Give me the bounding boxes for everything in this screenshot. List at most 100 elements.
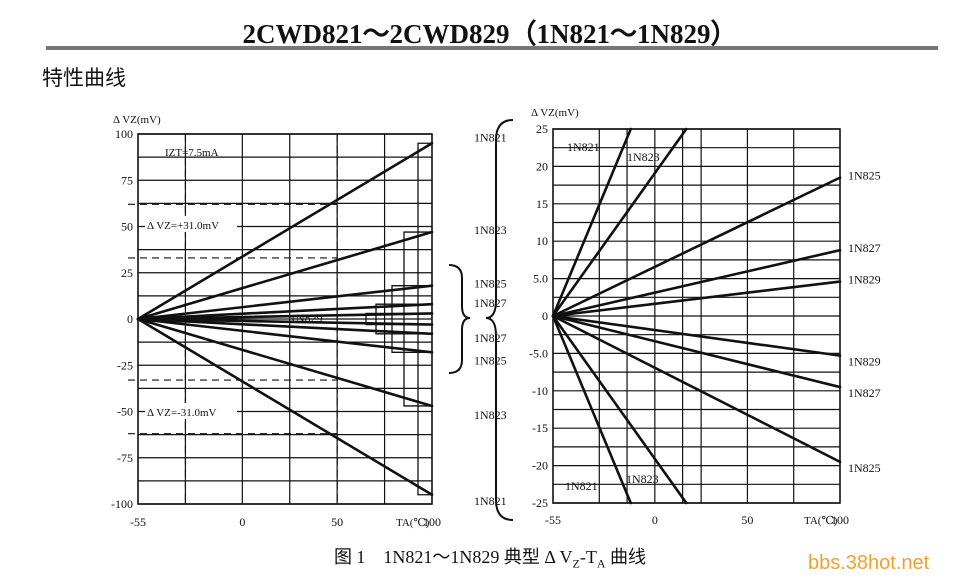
right-series-label: 1N821 — [565, 479, 598, 493]
right-series-1n823 — [551, 314, 688, 505]
annotation-bg — [145, 216, 237, 232]
right-series-label: 1N827 — [848, 241, 881, 255]
right-x-tick-label: 100 — [831, 513, 849, 527]
right-grid — [553, 128, 840, 504]
left-y-tick-label: -100 — [111, 497, 133, 511]
left-y-tick-label: 0 — [127, 312, 133, 326]
right-y-tick-label: -10 — [532, 384, 548, 398]
left-y-tick-label: 100 — [115, 127, 133, 141]
right-series-label: 1N823 — [627, 150, 660, 164]
right-series-label: 1N821 — [567, 140, 600, 154]
left-bracket — [403, 231, 432, 407]
right-series-1n825 — [551, 176, 842, 318]
left-y-axis-label: Δ VZ(mV) — [113, 114, 161, 126]
left-dashed-guides — [128, 134, 338, 504]
left-series-1n827 — [136, 317, 434, 336]
izt-annotation: IZT=7.5mA — [165, 147, 219, 159]
right-x-axis-label: TA(℃) — [804, 515, 838, 527]
left-bracket — [417, 142, 432, 496]
left-series-1n827 — [136, 302, 434, 321]
right-series-label: 1N827 — [848, 386, 881, 400]
left-y-tick-label: -50 — [117, 405, 133, 419]
left-series-label: 1N823 — [474, 408, 507, 422]
left-series-1n823 — [136, 317, 434, 408]
left-x-tick-label: -55 — [130, 515, 146, 529]
right-series-1n825 — [551, 314, 842, 464]
left-series-label: 1N821 — [474, 494, 507, 508]
left-series-label: 1N825 — [474, 353, 507, 367]
left-x-tick-label: 100 — [423, 515, 441, 529]
watermark: bbs.38hot.net — [808, 552, 930, 575]
right-y-tick-label: 0 — [542, 309, 548, 323]
dvz-plus-annotation: Δ VZ=+31.0mV — [147, 220, 219, 232]
right-series-1n827 — [551, 314, 842, 389]
left-y-tick-label: 25 — [121, 266, 133, 280]
right-series-1n829 — [551, 314, 842, 357]
left-series-1n825 — [136, 317, 434, 354]
left-series-label: 1N827 — [474, 296, 507, 310]
left-series-label: 1N827 — [474, 331, 507, 345]
left-y-tick-label: 50 — [121, 220, 133, 234]
right-y-tick-label: -20 — [532, 459, 548, 473]
right-y-tick-label: 20 — [536, 159, 548, 173]
small-brace — [448, 264, 471, 374]
left-series-1n829 — [136, 317, 434, 326]
caption-sub-a: A — [596, 556, 606, 571]
right-y-axis-label: Δ VZ(mV) — [531, 107, 579, 119]
braces — [448, 119, 514, 521]
right-x-tick-label: 50 — [741, 513, 753, 527]
left-level-brackets — [365, 142, 432, 496]
right-y-tick-label: -5.0 — [529, 346, 548, 360]
right-y-tick-label: 10 — [536, 234, 548, 248]
right-series-1n821 — [551, 127, 633, 318]
left-y-tick-label: 75 — [121, 173, 133, 187]
right-series-label: 1N829 — [848, 355, 881, 369]
large-brace — [485, 119, 514, 521]
left-series-label: 1N823 — [474, 223, 507, 237]
right-series-label: 1N829 — [848, 273, 881, 287]
caption-sub-z: Z — [572, 556, 580, 571]
left-series-1n829 — [136, 312, 434, 321]
right-y-tick-label: -25 — [532, 496, 548, 510]
right-chart: 25 20 15 10 5.0 0 -5.0 -10 -15 -20 -25 -55 0 50 100 Δ V… — [529, 107, 881, 527]
left-series-label: 1N825 — [474, 277, 507, 291]
left-bracket — [391, 285, 432, 353]
left-series-1n821 — [136, 141, 434, 321]
right-series-label: 1N823 — [626, 472, 659, 486]
caption-mid: -T — [579, 547, 597, 567]
left-bracket — [375, 303, 432, 335]
right-series-label: 1N825 — [848, 169, 881, 183]
left-series-1n823 — [136, 230, 434, 321]
right-y-tick-label: 5.0 — [533, 272, 548, 286]
right-y-tick-label: -15 — [532, 421, 548, 435]
right-x-tick-label: 0 — [652, 513, 658, 527]
left-series-1n821 — [136, 317, 434, 497]
caption-prefix: 图 1 1N821～1N829 典型 Δ V — [333, 547, 573, 567]
right-series-1n823 — [551, 127, 688, 318]
caption-suffix: 曲线 — [605, 547, 647, 567]
right-series-1n827 — [551, 248, 842, 318]
left-x-axis-label: TA(℃) — [396, 517, 430, 529]
page-title: 2CWD821～2CWD829（1N821～1N829） — [242, 19, 738, 49]
right-y-tick-label: 25 — [536, 122, 548, 136]
section-heading: 特性曲线 — [42, 66, 126, 90]
right-series-1n821 — [551, 314, 633, 505]
left-y-tick-label: -75 — [117, 451, 133, 465]
right-series-label: 1N825 — [848, 461, 881, 475]
right-series-1n829 — [551, 280, 842, 318]
left-x-tick-label: 50 — [331, 515, 343, 529]
annotation-bg — [145, 403, 237, 419]
dvz-minus-annotation: Δ VZ=-31.0mV — [147, 407, 217, 419]
title-rule — [46, 46, 938, 50]
left-series-label: 1N821 — [474, 130, 507, 144]
figure-caption: 图 1 1N821～1N829 典型 Δ VZ-TA 曲线 — [0, 543, 980, 572]
right-x-tick-label: -55 — [545, 513, 561, 527]
left-bracket — [365, 312, 432, 326]
left-series-1n825 — [136, 284, 434, 321]
left-x-tick-label: 0 — [239, 515, 245, 529]
left-y-tick-label: -25 — [117, 358, 133, 372]
right-y-tick-label: 15 — [536, 197, 548, 211]
